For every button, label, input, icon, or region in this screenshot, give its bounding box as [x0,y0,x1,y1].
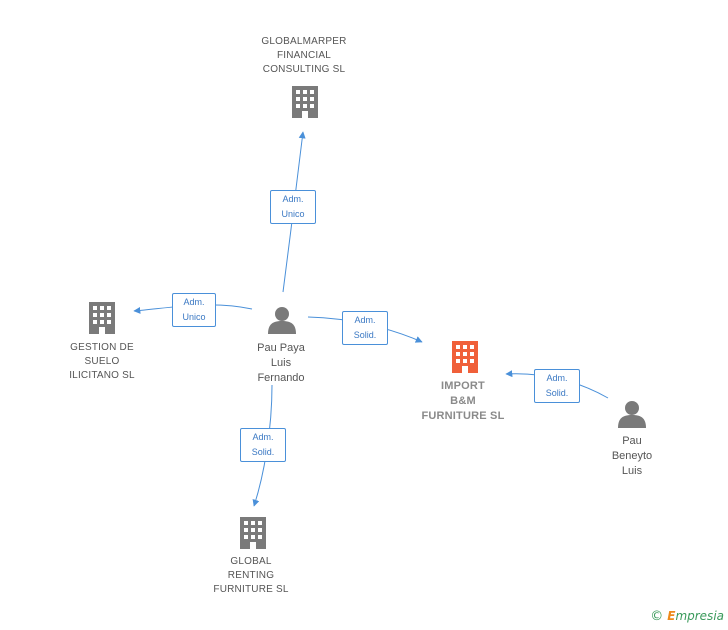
empresia-logo[interactable]: ©Empresia [650,609,724,624]
copyright-symbol: © [650,609,664,624]
building-icon [240,517,266,549]
node-import-bm-label[interactable]: IMPORT B&M FURNITURE SL [421,380,505,422]
node-globalmarper-label[interactable]: GLOBALMARPER FINANCIAL CONSULTING SL [261,36,347,75]
person-icon [268,307,296,334]
brand-name: mpresia [675,609,724,623]
edge-label-to-gestion: Adm. Unico [172,293,216,327]
brand-initial: E [667,609,676,623]
building-icon [292,86,318,118]
edge-label-to-globalmarper: Adm. Unico [270,190,316,224]
edge-label-to-import: Adm. Solid. [342,311,388,345]
edge-label-beneyto-to-import: Adm. Solid. [534,369,580,403]
node-gestion-label[interactable]: GESTION DE SUELO ILICITANO SL [69,342,135,381]
building-icon [89,302,115,334]
edge-label-to-global-renting: Adm. Solid. [240,428,286,462]
person-icon [618,401,646,428]
node-pau-beneyto-label[interactable]: Pau Beneyto Luis [611,435,653,477]
node-global-renting-label[interactable]: GLOBAL RENTING FURNITURE SL [213,556,289,595]
node-pau-paya-label[interactable]: Pau Paya Luis Fernando [257,342,305,384]
building-icon [452,341,478,373]
